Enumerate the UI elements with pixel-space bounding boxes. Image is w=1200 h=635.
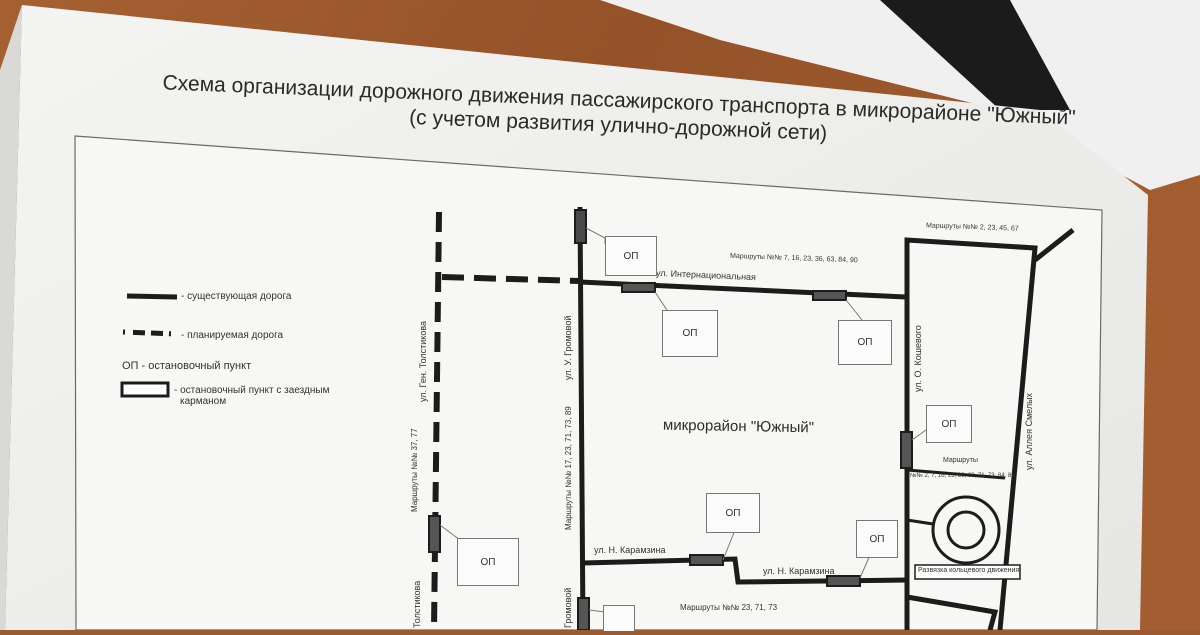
pocket-gromovoy-bottom <box>577 597 590 631</box>
pocket-internatsionalnaya-2 <box>812 290 847 301</box>
legend-existing-road-symbol <box>126 293 178 300</box>
legend-existing-road: - существующая дорога <box>181 291 292 302</box>
road-branch-ne <box>1033 228 1075 262</box>
loose-sheet <box>600 0 1200 190</box>
roundabout-label: Развязка кольцевого движения <box>918 567 1020 574</box>
road-karamzina <box>582 556 908 585</box>
street-tolstikova-bottom: Толстикова <box>412 580 422 628</box>
legend-stop-abbrev: ОП <box>122 360 139 372</box>
roundabout-label-frame <box>914 564 1021 580</box>
legend-stop-pocket-line1: - остановочный пункт с заездным <box>174 385 330 396</box>
pocket-tolstikova <box>428 515 441 553</box>
street-koshevogo: ул. О. Кошевого <box>913 325 923 392</box>
road-gromovoy <box>577 206 586 631</box>
planned-road-tolstikova <box>431 211 442 631</box>
legend-stop: ОП - остановочный пункт <box>122 360 251 372</box>
road-bottom-right <box>906 594 999 631</box>
legend-stop-text: - остановочный пункт <box>141 360 252 372</box>
dark-object <box>880 0 1070 110</box>
street-gromovoy-bottom: Громовой <box>563 587 573 628</box>
district-label: микрорайон "Южный" <box>662 416 815 437</box>
routes-karamzina: Маршруты №№ 23, 71, 73 <box>680 603 778 612</box>
street-tolstikova: ул. Ген. Толстикова <box>418 320 428 402</box>
routes-koshevogo-numbers: №№ 2, 7, 16, 23, 36, 63, 71, 73, 84, 89 <box>910 473 1015 479</box>
street-karamzina-right: ул. Н. Карамзина <box>763 566 835 576</box>
pocket-koshevogo <box>900 431 913 469</box>
routes-tolstikova: Маршруты №№ 37, 77 <box>410 428 419 512</box>
stop-callout-7: ОП <box>856 520 898 558</box>
planned-road-link <box>441 274 581 284</box>
stop-callout-1: ОП <box>605 236 657 276</box>
stop-callout-8 <box>603 605 635 631</box>
pocket-karamzina-2 <box>826 575 861 587</box>
routes-koshevogo-title: Маршруты <box>943 457 978 464</box>
legend-stop-pocket-symbol <box>120 381 170 398</box>
legend-stop-pocket: - остановочный пункт с заездным карманом <box>174 385 329 407</box>
street-karamzina-left: ул. Н. Карамзина <box>594 545 666 555</box>
stop-callout-5: ОП <box>457 538 519 586</box>
stop-callout-3: ОП <box>838 320 892 365</box>
roundabout-inner <box>946 510 986 550</box>
pocket-karamzina-1 <box>689 554 724 566</box>
stop-callout-2: ОП <box>662 310 718 357</box>
legend-stop-pocket-line2: карманом <box>180 396 227 407</box>
routes-gromovoy: Маршруты №№ 17, 23, 71, 73, 89 <box>564 406 573 530</box>
street-gromovoy: ул. У. Громовой <box>563 315 573 380</box>
pocket-gromovoy-top <box>574 209 587 244</box>
road-koshevogo-turn <box>906 468 1006 480</box>
stop-callout-4: ОП <box>926 405 972 443</box>
street-alleya: ул. Аллея Смелых <box>1024 392 1034 470</box>
stop-callout-6: ОП <box>706 493 760 533</box>
pocket-internatsionalnaya-1 <box>621 282 656 293</box>
legend-planned-road: - планируемая дорога <box>181 330 284 341</box>
roundabout-outer <box>931 495 1001 565</box>
